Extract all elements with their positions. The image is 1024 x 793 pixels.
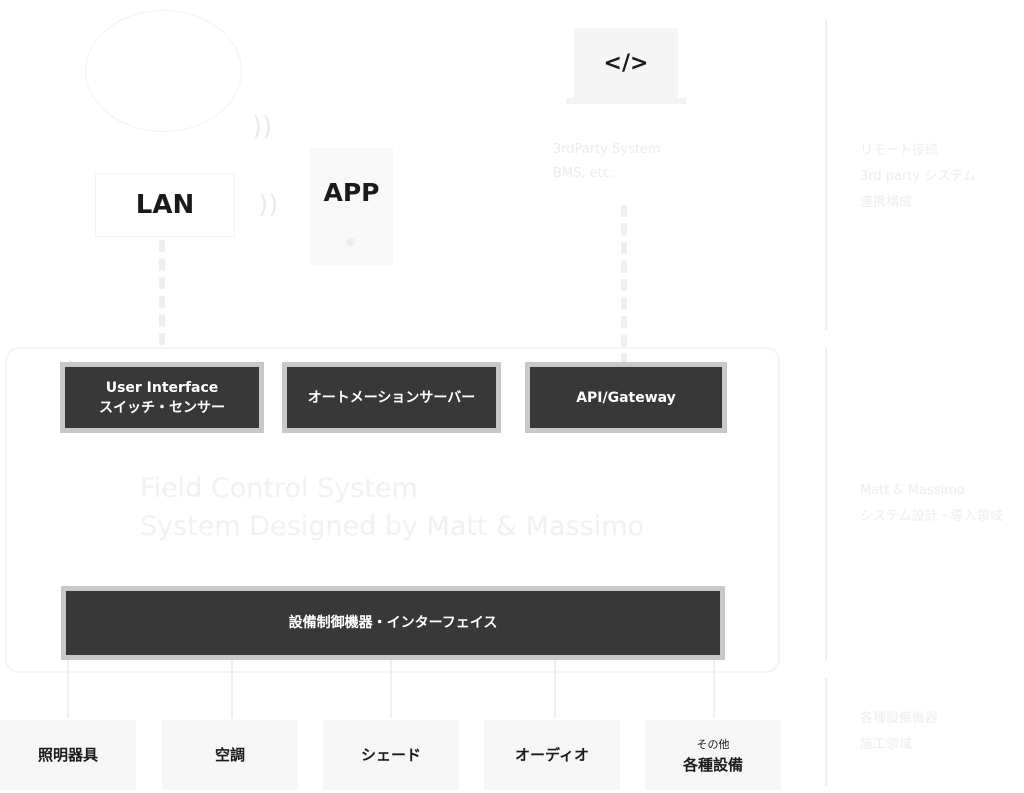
device-connector — [231, 660, 233, 718]
note-line: システム設計・導入領域 — [860, 509, 1003, 524]
field-control-frame — [5, 347, 780, 673]
signal-waves-icon: )) — [258, 190, 279, 220]
field-title-line-1: Field Control System — [140, 473, 418, 504]
note-equipment: 各種設備機器 施工領域 — [860, 706, 938, 758]
automation-server-box: オートメーションサーバー — [282, 362, 501, 433]
equipment-interface-bar: 設備制御機器・インターフェイス — [61, 586, 725, 660]
user-interface-label: User Interface — [105, 379, 219, 396]
user-interface-box: User Interface スイッチ・センサー — [60, 362, 264, 433]
device-label: 各種設備 — [682, 756, 743, 774]
device-lighting: 照明器具 — [0, 720, 136, 790]
third-party-connector — [621, 205, 627, 365]
note-line: 施工領域 — [860, 737, 913, 752]
equipment-interface-label: 設備制御機器・インターフェイス — [288, 615, 498, 631]
signal-waves-icon: )) — [252, 112, 273, 142]
lan-label: LAN — [135, 190, 195, 220]
device-label: シェード — [360, 746, 421, 764]
field-title: Field Control System System Designed by … — [140, 470, 644, 546]
third-party-line-2: BMS, etc. — [553, 166, 615, 181]
lan-box: LAN — [95, 173, 235, 237]
note-line: 各種設備機器 — [860, 711, 939, 726]
device-shade: シェード — [323, 720, 459, 790]
third-party-text: 3rdParty System BMS, etc. — [553, 138, 661, 186]
range-arrow-equipment — [825, 678, 827, 786]
code-icon: </> — [574, 28, 678, 98]
range-arrow-system — [825, 348, 827, 660]
code-icon-text: </> — [603, 50, 649, 76]
device-connector — [390, 660, 392, 718]
automation-server-label: オートメーションサーバー — [307, 389, 476, 406]
note-line: リモート接続 — [860, 143, 939, 158]
device-audio: オーディオ — [484, 720, 620, 790]
lan-connector — [159, 240, 165, 345]
laptop-base — [566, 98, 686, 104]
device-label: 空調 — [214, 746, 245, 764]
note-line: 3rd party システム — [860, 169, 976, 184]
note-line: Matt & Massimo — [860, 483, 965, 498]
note-system: Matt & Massimo システム設計・導入領域 — [860, 478, 1003, 530]
device-label: 照明器具 — [37, 746, 98, 764]
note-line: 連携構成 — [860, 195, 913, 210]
device-other: その他 各種設備 — [645, 720, 781, 790]
device-connector — [67, 660, 69, 718]
device-connector — [554, 660, 556, 718]
note-remote: リモート接続 3rd party システム 連携構成 — [860, 138, 976, 216]
api-gateway-box: API/Gateway — [525, 362, 727, 433]
device-sublabel: その他 — [696, 738, 730, 751]
app-label: APP — [323, 178, 380, 207]
third-party-line-1: 3rdParty System — [553, 142, 661, 157]
switch-sensor-label: スイッチ・センサー — [99, 399, 225, 416]
api-gateway-label: API/Gateway — [576, 389, 676, 406]
home-button-icon — [347, 238, 355, 246]
device-connector — [713, 660, 715, 718]
range-arrow-remote — [825, 20, 827, 330]
device-label: オーディオ — [515, 746, 589, 764]
field-title-line-2: System Designed by Matt & Massimo — [140, 511, 645, 542]
device-hvac: 空調 — [162, 720, 298, 790]
cloud-outline — [85, 10, 242, 132]
